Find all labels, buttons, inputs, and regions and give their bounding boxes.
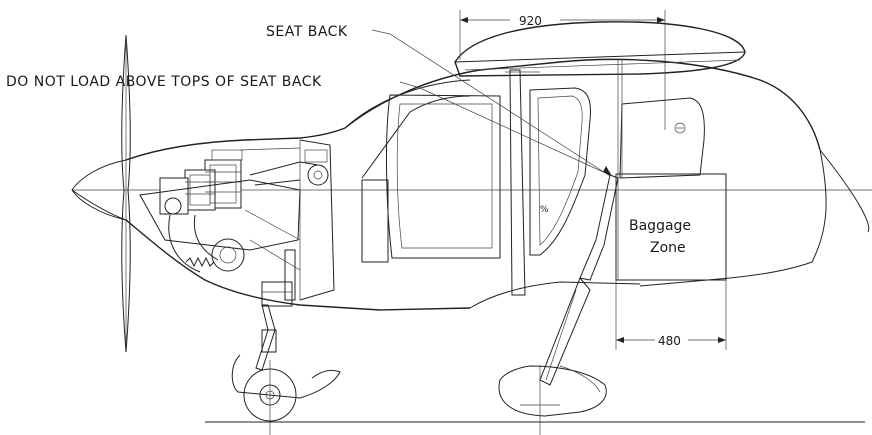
do-not-load-leader bbox=[399, 81, 613, 177]
engine bbox=[139, 139, 335, 307]
rear-window bbox=[619, 97, 705, 179]
wing bbox=[454, 21, 746, 77]
seat-back bbox=[579, 174, 619, 281]
nose-gear bbox=[231, 304, 341, 435]
baggage-zone-box bbox=[615, 173, 727, 281]
svg-text:%: % bbox=[540, 205, 549, 215]
main-gear bbox=[498, 277, 607, 435]
propeller bbox=[121, 34, 131, 353]
dimension-920-label: 920 bbox=[519, 14, 542, 28]
baggage-zone-label-line1: Baggage bbox=[629, 218, 691, 234]
dimension-920: 920 bbox=[459, 10, 666, 130]
do-not-load-label: DO NOT LOAD ABOVE TOPS OF SEAT BACK bbox=[6, 74, 322, 90]
fuselage-outline bbox=[71, 58, 870, 311]
seat-back-leader bbox=[371, 29, 611, 177]
seat-back-label: SEAT BACK bbox=[266, 24, 348, 40]
wing-strut bbox=[509, 69, 526, 296]
rear-marker bbox=[674, 122, 686, 134]
dimension-480: 480 bbox=[615, 280, 727, 350]
baggage-zone-label-line2: Zone bbox=[650, 240, 686, 256]
dimension-480-label: 480 bbox=[658, 334, 681, 348]
canopy: % bbox=[344, 79, 591, 263]
